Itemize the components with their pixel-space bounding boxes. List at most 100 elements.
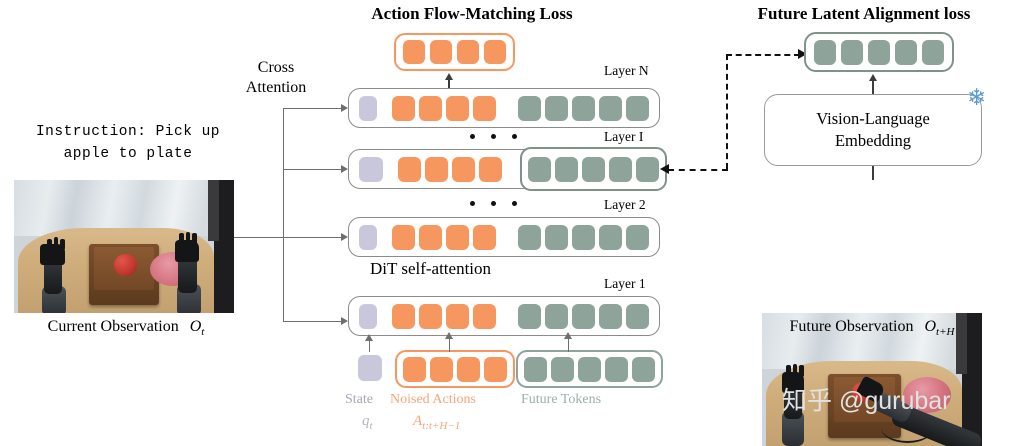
curtain-background	[14, 180, 234, 236]
action-token	[473, 303, 496, 329]
future-token	[626, 95, 649, 121]
right-wall-shadow	[955, 313, 967, 375]
vlm-to-target-line	[872, 80, 874, 100]
layer-label-N: Layer N	[604, 63, 649, 78]
action-token	[446, 303, 469, 329]
future-token	[528, 156, 551, 182]
noised-actions-symbol-subscript: t:t+H−1	[422, 420, 461, 432]
action-token	[419, 303, 442, 329]
ellipsis-dot	[491, 201, 496, 206]
action-token-group-N	[392, 95, 496, 121]
input-future-token	[551, 356, 574, 382]
layer-label-I: Layer I	[604, 129, 644, 144]
state-token	[359, 156, 383, 182]
ellipsis-layers-I-2	[470, 201, 517, 206]
cross-attention-arrow-layerI	[341, 165, 348, 174]
latent-alignment-arrow-right	[798, 48, 807, 59]
vlm-box-line-1: Vision-Language	[816, 109, 930, 129]
left-robot-forearm	[784, 387, 802, 420]
curtain-background	[762, 313, 982, 369]
future-token	[545, 224, 568, 250]
noised-action-token	[430, 356, 453, 382]
future-token	[599, 303, 622, 329]
future-token	[572, 224, 595, 250]
left-robot-hand	[781, 371, 804, 393]
state-symbol-subscript: t	[369, 420, 373, 432]
actions-input-arrow	[445, 332, 454, 339]
cross-attention-branch-layer1	[283, 321, 341, 323]
action-token	[473, 95, 496, 121]
robot-cable	[880, 411, 934, 443]
state-token	[359, 224, 377, 250]
action-token	[425, 156, 448, 182]
future-tokens-group	[516, 350, 663, 388]
future-token	[599, 95, 622, 121]
action-token	[419, 224, 442, 250]
future-token-group-2	[518, 224, 649, 250]
state-label: State	[345, 392, 373, 407]
right-section-title: Future Latent Alignment loss	[757, 4, 971, 23]
observation-to-trunk-line	[234, 237, 284, 239]
latent-alignment-arrow-left	[660, 163, 669, 174]
predicted-action-token	[484, 40, 506, 64]
state-token	[359, 303, 377, 329]
predicted-action-token	[403, 40, 425, 64]
layer-row-N	[348, 88, 660, 128]
noised-action-token	[457, 356, 480, 382]
input-future-token	[578, 356, 601, 382]
target-future-token	[841, 39, 863, 65]
future-photo-to-vlm-line	[872, 166, 874, 180]
right-hand-finger	[192, 233, 198, 247]
right-wall	[962, 313, 982, 446]
apple	[114, 254, 138, 276]
noised-action-token	[403, 356, 426, 382]
target-future-token	[868, 39, 890, 65]
future-observation-image	[762, 313, 982, 446]
ellipsis-dot	[512, 201, 517, 206]
action-token	[452, 156, 475, 182]
cross-attention-arrow-layerN	[341, 104, 348, 113]
input-future-token	[632, 356, 655, 382]
watermark: 知乎 @gurubar	[782, 387, 951, 415]
state-symbol: qt	[362, 413, 373, 432]
layer-row-1	[348, 296, 660, 336]
input-future-token	[524, 356, 547, 382]
state-input-arrow	[365, 334, 374, 341]
future-token	[545, 95, 568, 121]
future-token	[518, 95, 541, 121]
current-observation-subscript: t	[201, 326, 205, 339]
predicted-action-token	[457, 40, 479, 64]
dit-self-attention-label: DiT self-attention	[370, 259, 492, 278]
predicted-actions-group	[394, 33, 515, 71]
snowflake-icon: ❄	[967, 85, 987, 110]
layer-label-2: Layer 2	[604, 197, 646, 212]
current-observation-caption: Current Observation Ot	[6, 318, 246, 338]
latent-alignment-dashed-bottom	[668, 169, 728, 171]
instruction-text: Instruction: Pick up apple to plate	[8, 122, 248, 166]
cross-attention-label-line2: Attention	[245, 79, 307, 96]
cross-attention-branch-layerN	[283, 108, 341, 110]
target-future-token	[895, 39, 917, 65]
input-future-token	[605, 356, 628, 382]
state-token	[359, 95, 377, 121]
current-observation-image	[14, 180, 234, 313]
future-token	[609, 156, 632, 182]
current-observation-caption-text: Current Observation	[47, 318, 179, 335]
future-input-arrow-line	[568, 338, 570, 352]
future-observation-symbol: O	[924, 318, 937, 335]
latent-alignment-dashed-vertical	[726, 54, 728, 169]
action-token-group-I	[398, 156, 502, 182]
instruction-line-2: apple to plate	[63, 145, 193, 162]
left-hand-finger	[47, 238, 52, 251]
cross-attention-arrow-layer2	[341, 233, 348, 242]
cross-attention-label: Cross Attention	[246, 58, 306, 98]
action-token	[392, 95, 415, 121]
future-token	[636, 156, 659, 182]
action-token	[446, 224, 469, 250]
ellipsis-dot	[470, 201, 475, 206]
left-section-title: Action Flow-Matching Loss	[371, 4, 573, 23]
cross-attention-arrow-layer1	[341, 317, 348, 326]
action-token	[392, 303, 415, 329]
instruction-line-1: Instruction: Pick up	[35, 124, 221, 140]
target-future-token	[922, 39, 944, 65]
